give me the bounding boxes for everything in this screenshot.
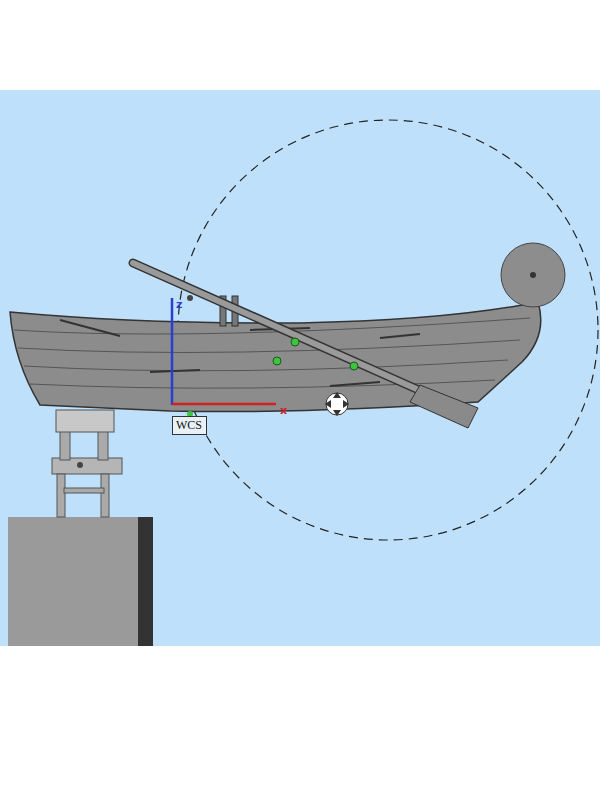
x-axis <box>172 403 276 406</box>
pivot-point <box>187 295 193 301</box>
stand-leg <box>101 474 109 517</box>
stand-bar <box>64 488 104 493</box>
pedestal-block <box>8 517 144 646</box>
axis-letter: x <box>280 405 287 416</box>
sphere <box>501 243 565 307</box>
axis-label-box: WCS <box>172 416 207 435</box>
oar-shaft-outline <box>133 263 430 395</box>
boat-hull <box>10 302 541 412</box>
stand-top <box>56 410 114 432</box>
oar-blade <box>410 385 478 428</box>
control-point <box>291 338 299 346</box>
oar-shaft <box>133 263 430 395</box>
viewport-background <box>0 90 600 646</box>
move-icon <box>325 392 349 416</box>
wood-grain <box>60 320 420 386</box>
control-point <box>273 357 281 365</box>
coordinate-system-label: WCS <box>176 418 203 433</box>
control-point <box>350 362 358 370</box>
stand-post <box>60 430 70 460</box>
z-axis <box>171 298 174 405</box>
stand-leg <box>57 474 65 517</box>
hull-plank <box>24 360 508 371</box>
stand-post <box>98 430 108 460</box>
hull-plank <box>18 340 520 353</box>
pedestal-side <box>138 517 153 646</box>
sphere-center <box>530 272 536 278</box>
stand-bolt <box>77 462 83 468</box>
axis-letter: z <box>176 299 182 310</box>
